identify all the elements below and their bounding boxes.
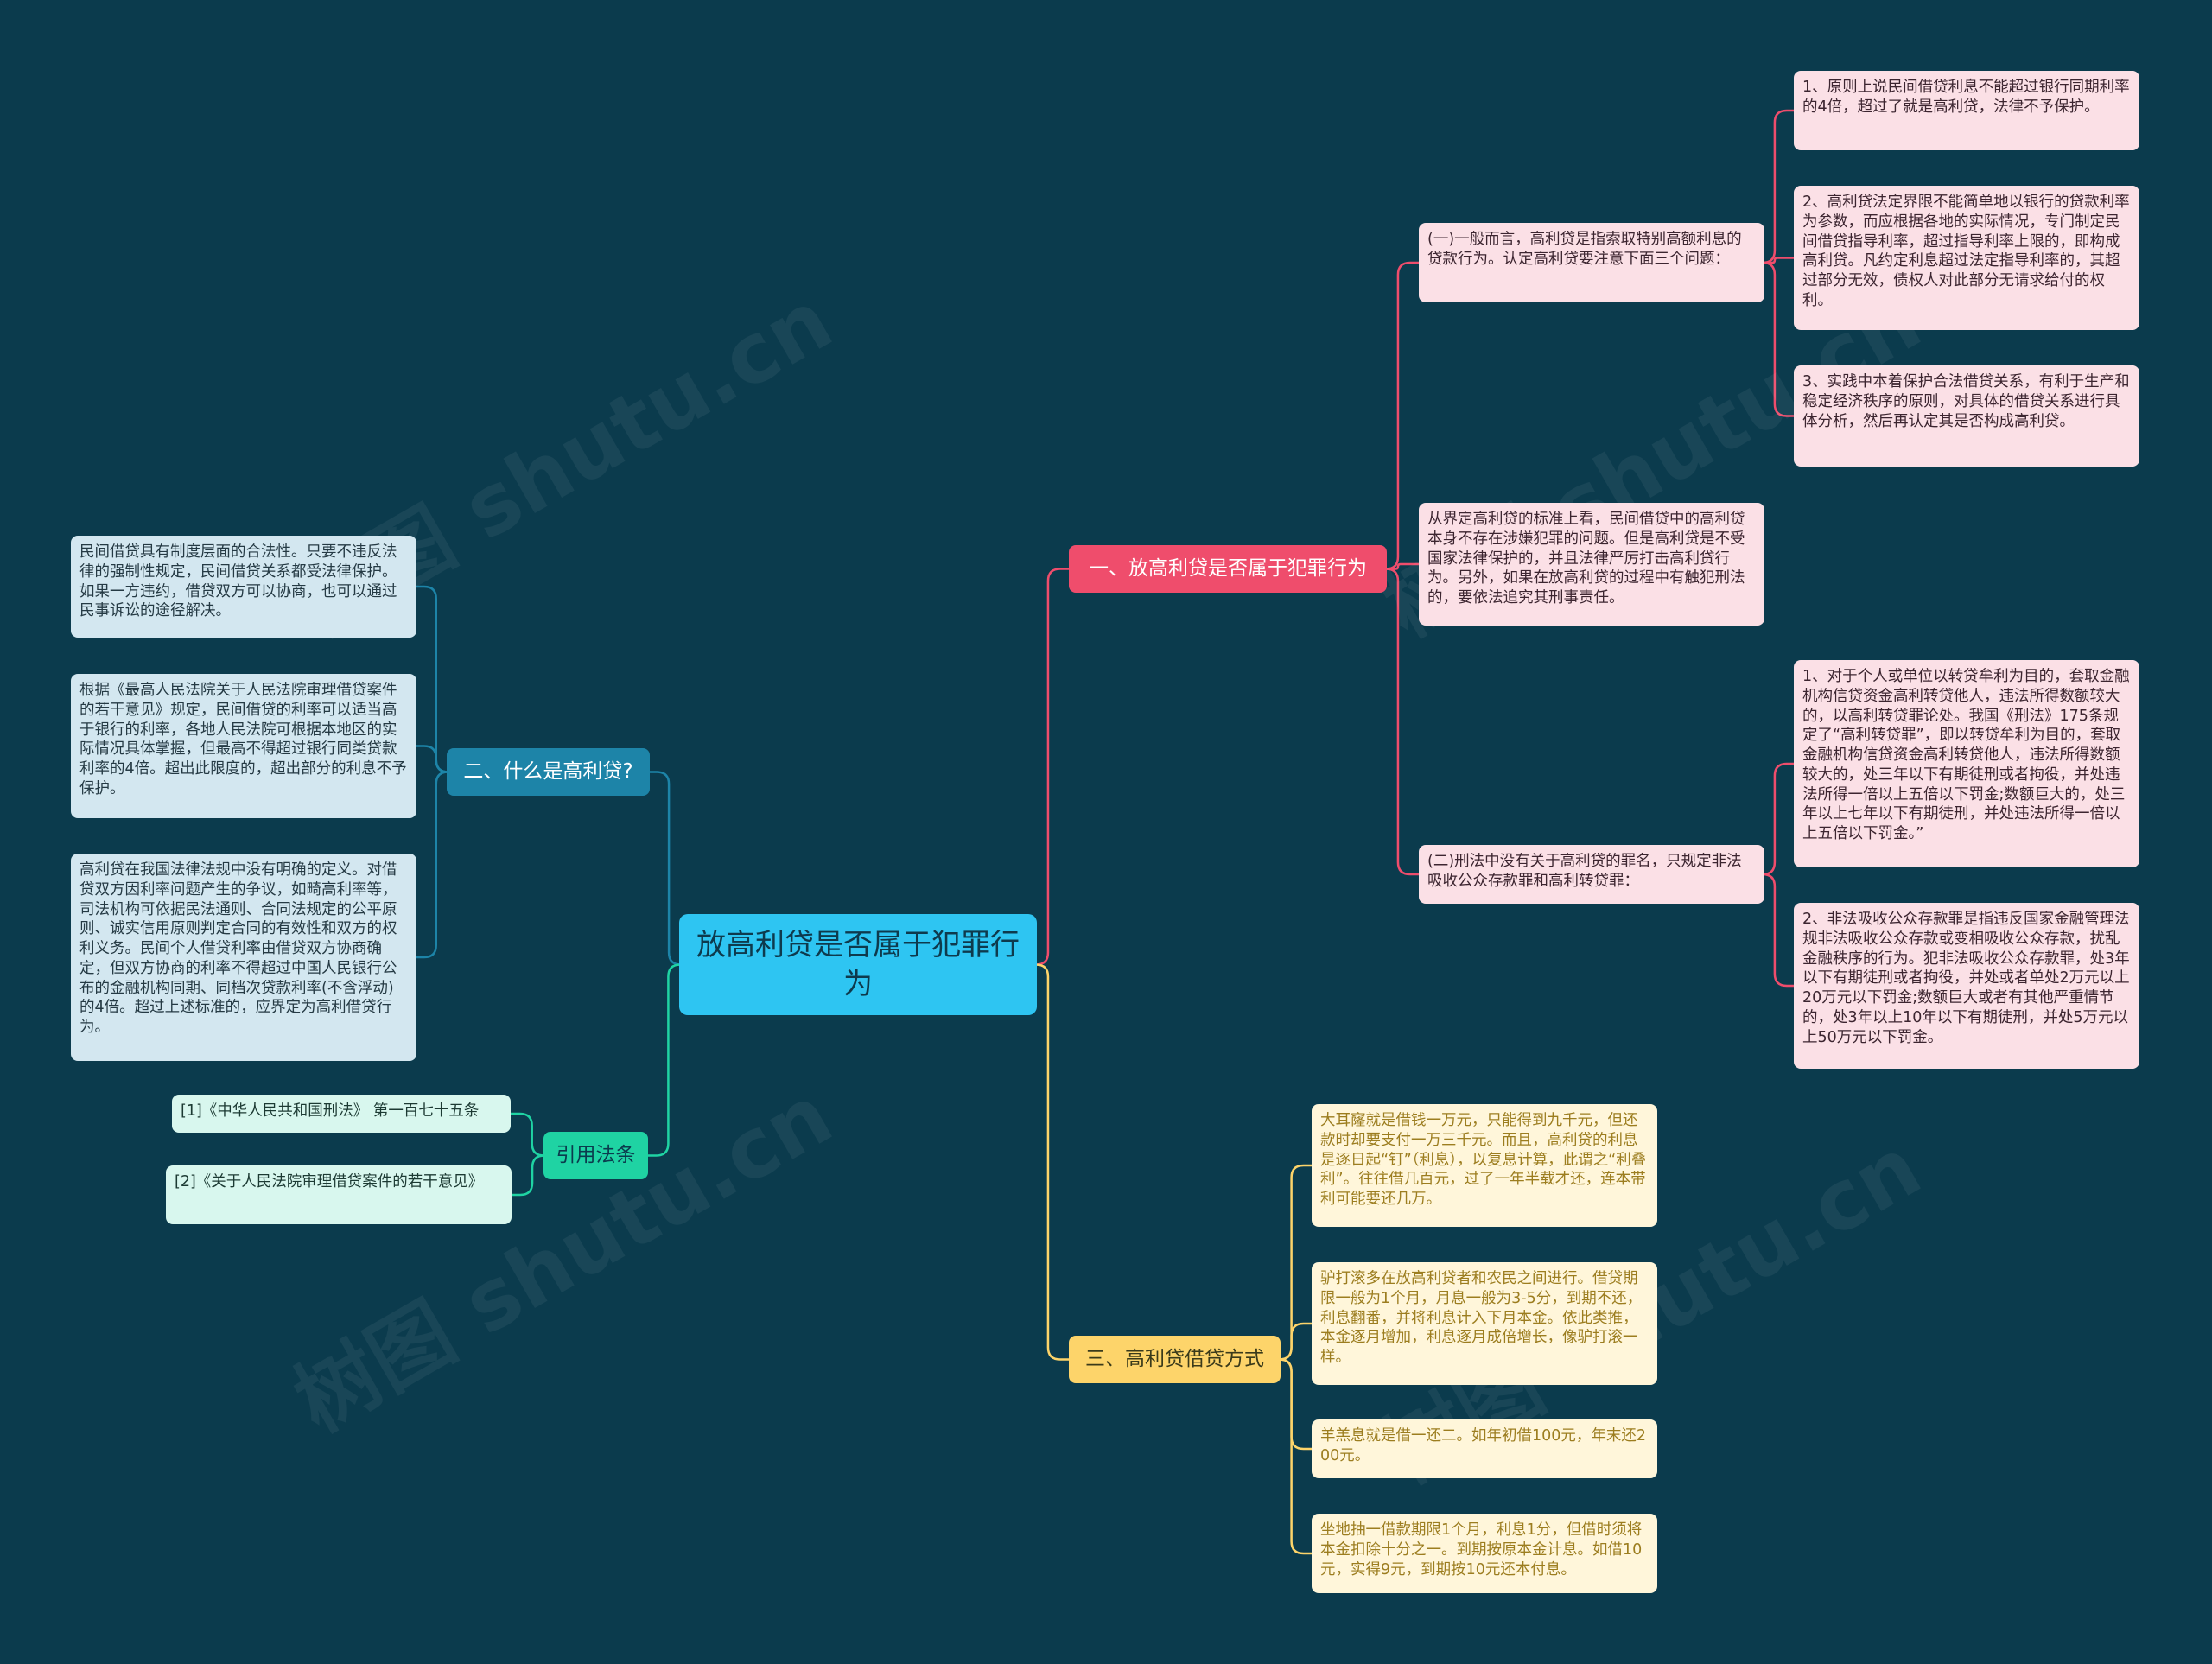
branch-topic-criminal[interactable]: 一、放高利贷是否属于犯罪行为 [1069, 545, 1387, 593]
subtopic-not-crime-itself[interactable]: 从界定高利贷的标准上看，民间借贷中的高利贷本身不存在涉嫌犯罪的问题。但是高利贷是… [1419, 503, 1764, 626]
detail-usurious-transfer-crime[interactable]: 1、对于个人或单位以转贷牟利为目的，套取金融机构信贷资金高利转贷他人，违法所得数… [1794, 660, 2139, 867]
connector-line [1387, 562, 1419, 570]
connector-line [1035, 568, 1069, 966]
detail-court-opinion-rate[interactable]: 根据《最高人民法院关于人民法院审理借贷案件的若干意见》规定，民间借贷的利率可以适… [71, 674, 416, 818]
connector-line [416, 771, 448, 959]
connector-line [1762, 873, 1794, 988]
connector-line [512, 1154, 545, 1197]
connector-line [1762, 762, 1794, 876]
subtopic-general-definition[interactable]: (一)一般而言，高利贷是指索取特别高额利息的贷款行为。认定高利贷要注意下面三个问… [1419, 223, 1764, 302]
method-zuo-di-chou-yi[interactable]: 坐地抽一借款期限1个月，利息1分，但借时须将本金扣除十分之一。到期按原本金计息。… [1312, 1514, 1657, 1593]
connector-line [416, 585, 448, 773]
connector-line [648, 963, 681, 1157]
connector-line [416, 745, 448, 773]
method-lv-da-gun[interactable]: 驴打滚多在放高利贷者和农民之间进行。借贷期限一般为1个月，月息一般为3-5分，到… [1312, 1262, 1657, 1385]
branch-topic-cited-laws[interactable]: 引用法条 [543, 1132, 648, 1179]
connector-line [1279, 1164, 1312, 1361]
root-topic[interactable]: 放高利贷是否属于犯罪行为 [679, 914, 1037, 1015]
detail-legal-limit[interactable]: 2、高利贷法定界限不能简单地以银行的贷款利率为参数，而应根据各地的实际情况，专门… [1794, 186, 2139, 330]
detail-practice-analysis[interactable]: 3、实践中本着保护合法借贷关系，有利于生产和稳定经济秩序的原则，对具体的借贷关系… [1794, 365, 2139, 467]
citation-court-opinion[interactable]: [2]《关于人民法院审理借贷案件的若干意见》 [166, 1165, 512, 1224]
connector-line [1279, 1358, 1312, 1555]
detail-no-clear-definition[interactable]: 高利贷在我国法律法规中没有明确的定义。对借贷双方因利率问题产生的争议，如畸高利率… [71, 854, 416, 1061]
connector-line [1762, 261, 1794, 417]
connector-line [650, 771, 682, 966]
method-yang-gao-xi[interactable]: 羊羔息就是借一还二。如年初借100元，年末还200元。 [1312, 1419, 1657, 1478]
detail-private-lending-legality[interactable]: 民间借贷具有制度层面的合法性。只要不违反法律的强制性规定，民间借贷关系都受法律保… [71, 536, 416, 638]
method-da-er-long[interactable]: 大耳窿就是借钱一万元，只能得到九千元，但还款时却要支付一万三千元。而且，高利贷的… [1312, 1104, 1657, 1227]
branch-topic-definition[interactable]: 二、什么是高利贷? [447, 748, 650, 796]
connector-line [1762, 109, 1794, 264]
connector-line [1035, 963, 1069, 1361]
detail-illegal-deposit-crime[interactable]: 2、非法吸收公众存款罪是指违反国家金融管理法规非法吸收公众存款或变相吸收公众存款… [1794, 903, 2139, 1069]
citation-criminal-law[interactable]: [1]《中华人民共和国刑法》 第一百七十五条 [172, 1095, 511, 1133]
detail-four-times-rule[interactable]: 1、原则上说民间借贷利息不能超过银行同期利率的4倍，超过了就是高利贷，法律不予保… [1794, 71, 2139, 150]
branch-topic-lending-methods[interactable]: 三、高利贷借贷方式 [1069, 1336, 1281, 1383]
connector-line [1279, 1358, 1312, 1451]
connector-line [511, 1112, 544, 1157]
connector-line [1385, 568, 1419, 876]
connector-line [1764, 257, 1794, 264]
subtopic-criminal-law-charges[interactable]: (二)刑法中没有关于高利贷的罪名，只规定非法吸收公众存款罪和高利转贷罪： [1419, 845, 1764, 904]
connector-line [1385, 261, 1419, 570]
connector-line [1279, 1322, 1312, 1361]
